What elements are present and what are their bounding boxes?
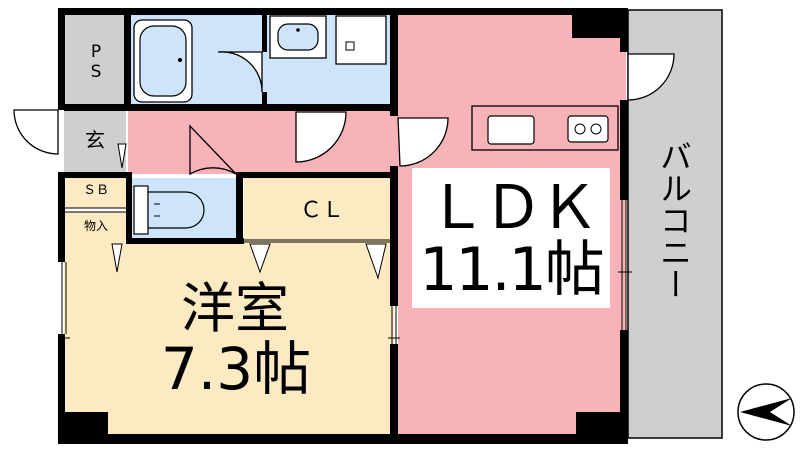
hallway-floor bbox=[128, 110, 398, 174]
storage-label: 物入 bbox=[83, 219, 108, 233]
kitchen-sink-icon bbox=[487, 115, 535, 145]
toilet-icon bbox=[133, 185, 205, 235]
western-room-size: 7.3帖 bbox=[160, 335, 312, 403]
thin-lines bbox=[64, 207, 390, 243]
ps-floor bbox=[64, 14, 126, 106]
sb-floor bbox=[64, 178, 126, 208]
walls bbox=[58, 8, 628, 444]
bathtub-icon bbox=[133, 19, 193, 103]
genkan-label: 玄 bbox=[85, 128, 105, 152]
closet-label: ＣＬ bbox=[299, 198, 344, 223]
washbasin-icon bbox=[269, 15, 327, 59]
ps-label: P S bbox=[90, 42, 102, 82]
ldk-label-box bbox=[412, 168, 610, 308]
balcony-label: バルコニー bbox=[655, 140, 693, 300]
sliding-doors bbox=[58, 200, 632, 344]
kitchen-counter bbox=[471, 105, 619, 151]
compass-icon bbox=[737, 383, 795, 441]
ldk-size: 11.1帖 bbox=[419, 235, 605, 305]
closet-floor bbox=[244, 178, 394, 240]
western-room-floor bbox=[64, 240, 394, 434]
genkan-floor bbox=[64, 110, 126, 174]
ldk-name: ＬＤＫ bbox=[427, 173, 599, 243]
stove-icon bbox=[567, 115, 609, 143]
closet-doors bbox=[111, 143, 387, 280]
doors bbox=[13, 51, 675, 176]
sb-label: ＳＢ bbox=[82, 183, 109, 198]
western-room-name: 洋室 bbox=[181, 277, 289, 340]
washing-machine-icon bbox=[335, 15, 387, 65]
storage-floor bbox=[64, 212, 126, 240]
